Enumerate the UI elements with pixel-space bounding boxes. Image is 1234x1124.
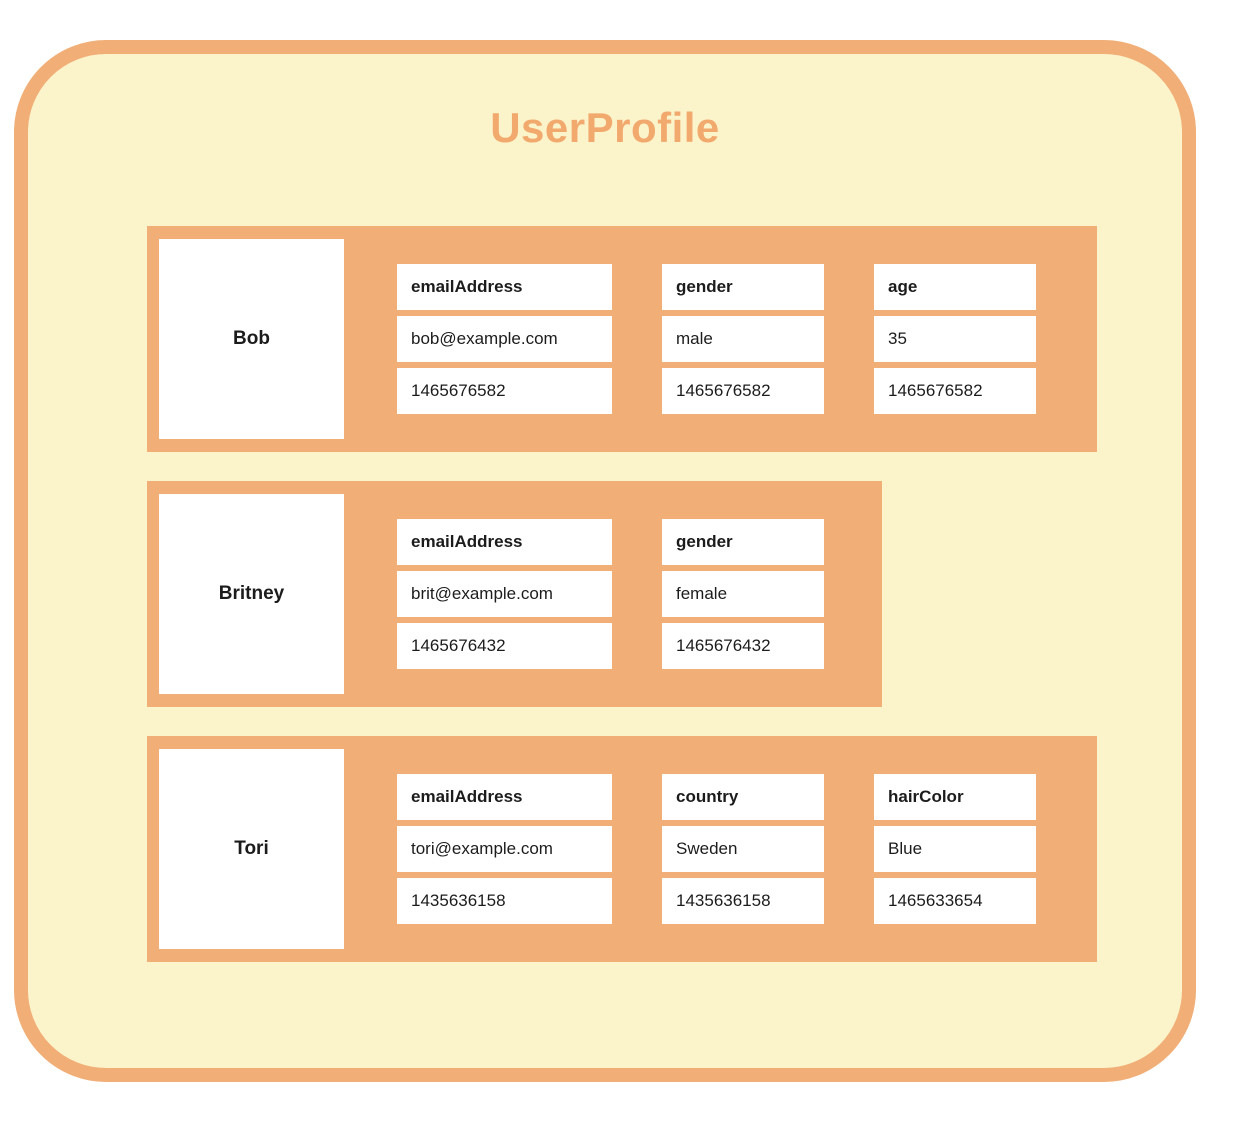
column-timestamp-cell: 1435636158 bbox=[662, 878, 824, 924]
column-value-cell: female bbox=[662, 571, 824, 617]
column-value-cell: tori@example.com bbox=[397, 826, 612, 872]
column-name-cell: gender bbox=[662, 519, 824, 565]
column-value-cell: brit@example.com bbox=[397, 571, 612, 617]
column-name-cell: gender bbox=[662, 264, 824, 310]
column-value-cell: Sweden bbox=[662, 826, 824, 872]
row-key-label: Britney bbox=[218, 583, 285, 604]
row-key-label: Bob bbox=[233, 328, 270, 349]
columns-container: emailAddress bob@example.com 1465676582 … bbox=[397, 264, 1036, 414]
column: gender male 1465676582 bbox=[662, 264, 824, 414]
column: age 35 1465676582 bbox=[874, 264, 1036, 414]
row-key-box: Bob bbox=[159, 239, 344, 439]
row-key-box: Tori bbox=[159, 749, 344, 949]
column: hairColor Blue 1465633654 bbox=[874, 774, 1036, 924]
column: emailAddress tori@example.com 1435636158 bbox=[397, 774, 612, 924]
column-timestamp-cell: 1465633654 bbox=[874, 878, 1036, 924]
column-value-cell: male bbox=[662, 316, 824, 362]
columns-container: emailAddress tori@example.com 1435636158… bbox=[397, 774, 1036, 924]
row-key-box: Britney bbox=[159, 494, 344, 694]
column-timestamp-cell: 1465676432 bbox=[662, 623, 824, 669]
column-value-cell: 35 bbox=[874, 316, 1036, 362]
column-family-box: UserProfile Bob emailAddress bob@example… bbox=[14, 40, 1196, 1082]
column-value-cell: bob@example.com bbox=[397, 316, 612, 362]
column-family-title: UserProfile bbox=[490, 104, 720, 151]
column-timestamp-cell: 1465676582 bbox=[397, 368, 612, 414]
column-name-cell: emailAddress bbox=[397, 264, 612, 310]
row-band: Tori emailAddress tori@example.com 14356… bbox=[147, 736, 1097, 962]
rows-container: Bob emailAddress bob@example.com 1465676… bbox=[147, 226, 1097, 991]
row-key-label: Tori bbox=[234, 838, 269, 859]
column: emailAddress brit@example.com 1465676432 bbox=[397, 519, 612, 669]
column-name-cell: emailAddress bbox=[397, 519, 612, 565]
column-timestamp-cell: 1435636158 bbox=[397, 878, 612, 924]
column-name-cell: emailAddress bbox=[397, 774, 612, 820]
column: emailAddress bob@example.com 1465676582 bbox=[397, 264, 612, 414]
columns-container: emailAddress brit@example.com 1465676432… bbox=[397, 519, 824, 669]
column-name-cell: age bbox=[874, 264, 1036, 310]
column-timestamp-cell: 1465676582 bbox=[662, 368, 824, 414]
column-name-cell: country bbox=[662, 774, 824, 820]
row-band: Britney emailAddress brit@example.com 14… bbox=[147, 481, 882, 707]
column-name-cell: hairColor bbox=[874, 774, 1036, 820]
column: country Sweden 1435636158 bbox=[662, 774, 824, 924]
row-band: Bob emailAddress bob@example.com 1465676… bbox=[147, 226, 1097, 452]
column: gender female 1465676432 bbox=[662, 519, 824, 669]
column-value-cell: Blue bbox=[874, 826, 1036, 872]
column-timestamp-cell: 1465676582 bbox=[874, 368, 1036, 414]
column-timestamp-cell: 1465676432 bbox=[397, 623, 612, 669]
